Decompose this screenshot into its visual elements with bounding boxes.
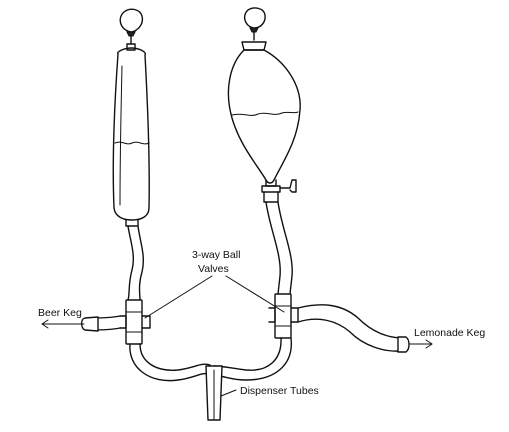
valves-label-line1: 3-way Ball [192,249,240,261]
left-ball-valve [119,299,151,345]
left-feed-tube [127,225,145,301]
right-feed-tube [265,201,293,297]
lemonade-keg-hose [297,304,410,353]
dispenser-tubes-label: Dispenser Tubes [240,385,319,397]
dispenser-feed-tubes [129,337,292,382]
beer-keg-arrow [41,319,85,329]
left-balloon [119,8,144,51]
dispenser-leader-line [220,389,237,397]
valves-label-line2: Valves [198,263,229,275]
right-bell-tank [227,41,301,203]
lemonade-keg-arrow [409,339,433,349]
beer-keg-label: Beer Keg [38,307,82,319]
left-cylinder-tank [112,47,150,227]
right-balloon [243,7,266,41]
dispenser-tubes [205,365,223,421]
lemonade-keg-label: Lemonade Keg [414,327,485,339]
beer-keg-hose [80,315,121,332]
valve-leader-lines [144,275,285,319]
right-ball-valve [268,293,299,339]
